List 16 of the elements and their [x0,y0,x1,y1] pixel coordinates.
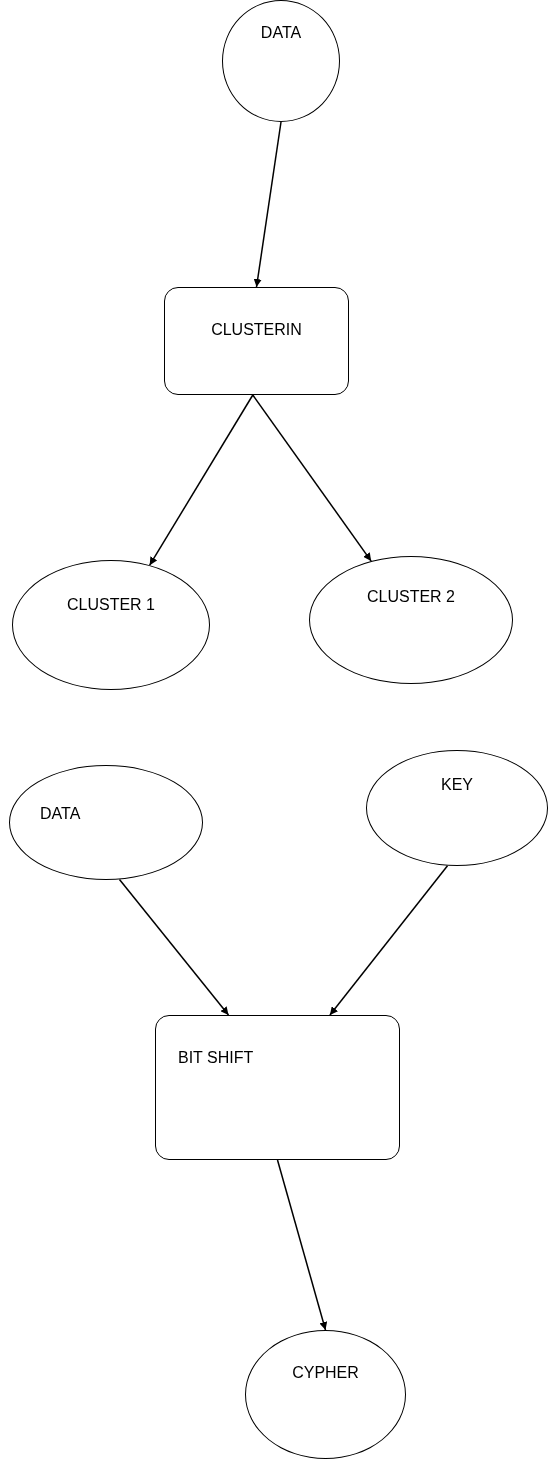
process-box [155,1015,400,1160]
node-label: BIT SHIFT [178,1048,255,1068]
arrow [118,878,230,1016]
node-label: KEY [440,775,474,795]
arrow [253,121,282,288]
arrow [276,1159,328,1331]
node-label: DATA [259,23,303,43]
node-label: CLUSTER 2 [366,587,456,607]
arrow [252,394,372,562]
arrow [329,864,449,1016]
node-label: CLUSTERIN [210,320,303,340]
node-label: DATA [40,804,82,824]
node-label: CYPHER [291,1363,360,1383]
node-label: CLUSTER 1 [66,595,156,615]
process-box [164,287,349,395]
arrow [148,394,254,566]
